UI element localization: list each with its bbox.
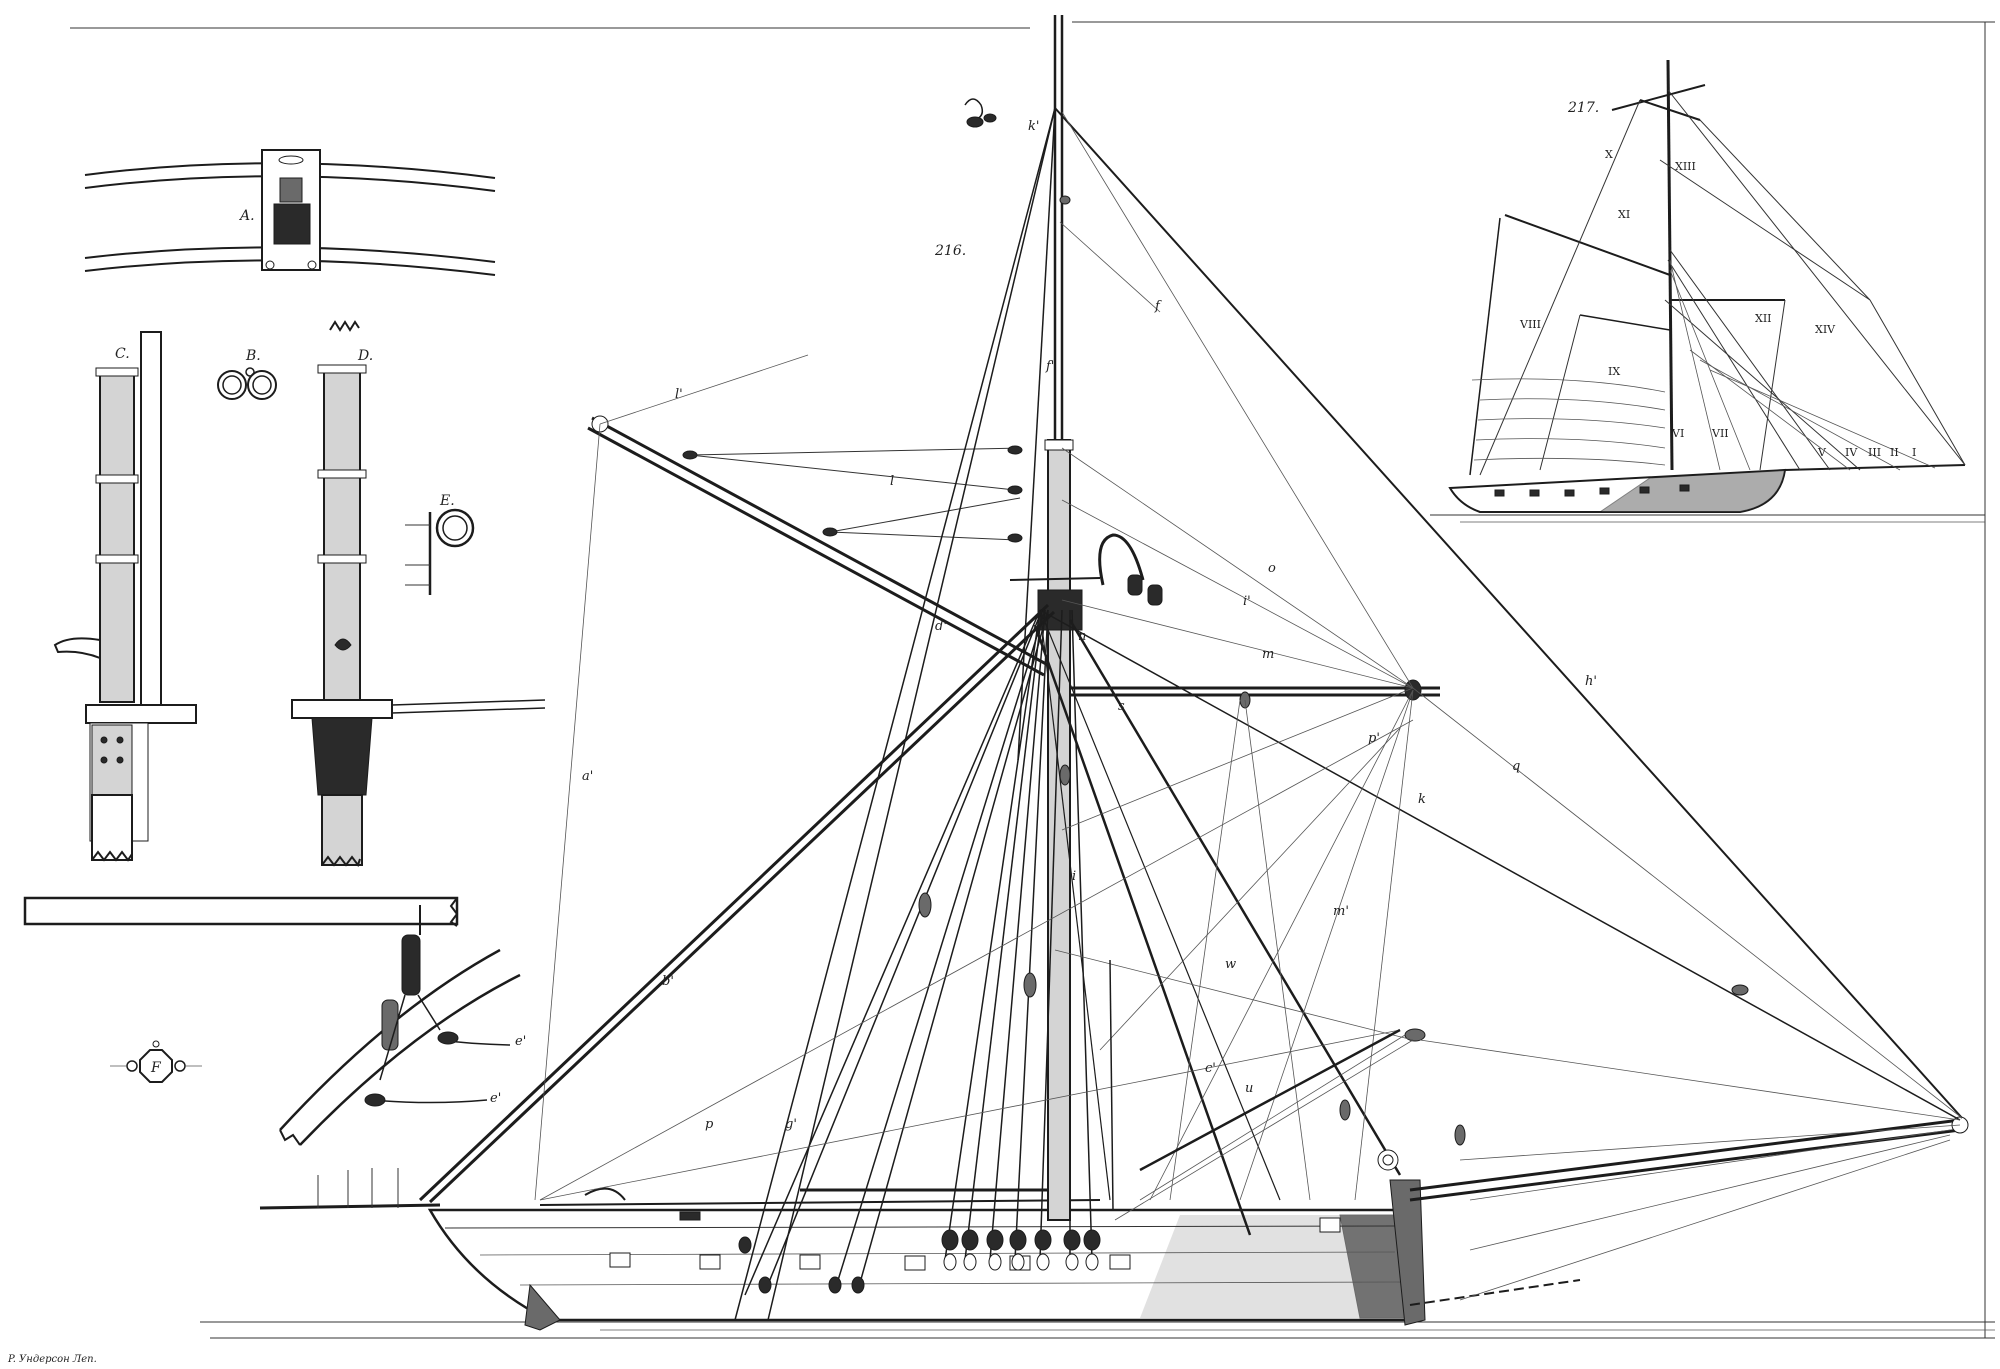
label-m1: m' xyxy=(1333,904,1349,919)
detail-D-label: D. xyxy=(357,348,373,364)
sail-IX: IX xyxy=(1608,365,1620,378)
detail-B-label: B. xyxy=(245,348,261,364)
label-s: s xyxy=(1118,699,1125,714)
label-k: k xyxy=(1418,792,1426,807)
sail-II: II xyxy=(1890,446,1899,459)
label-i: i xyxy=(1072,869,1076,884)
sail-VII: VII xyxy=(1711,427,1729,440)
label-h1: h' xyxy=(1585,674,1597,689)
label-a1: a' xyxy=(582,769,593,784)
label-b1: b' xyxy=(662,974,674,989)
label-p1: p' xyxy=(1368,731,1380,746)
shrouds xyxy=(738,195,1749,1296)
label-i1: i' xyxy=(1243,594,1251,609)
detail-E-label: E. xyxy=(439,493,455,509)
main-cutter-drawing: 216. k' f f' l' l d' a' b' p g' o i' m q… xyxy=(200,15,1995,1331)
detail-A-label: A. xyxy=(238,208,255,224)
label-g1: g' xyxy=(785,1117,797,1132)
label-e1-upper: e' xyxy=(515,1034,526,1049)
label-u: u xyxy=(1245,1081,1253,1096)
detail-boom-tackle: e' e' xyxy=(23,896,526,1146)
plate-border xyxy=(70,21,1995,1339)
label-e1-lower: e' xyxy=(490,1091,501,1106)
detail-C-label: C. xyxy=(115,346,130,362)
label-c1: c' xyxy=(1205,1061,1216,1076)
sail-I: I xyxy=(1912,446,1916,459)
label-n: n xyxy=(1078,629,1086,644)
detail-F-label: F xyxy=(150,1060,162,1076)
running-rigging xyxy=(534,111,1963,1301)
label-l: l xyxy=(890,474,894,489)
sail-XII: XII xyxy=(1755,312,1772,325)
label-d1: d' xyxy=(935,619,947,634)
engraver-signature: P. Ундерсон Леп. xyxy=(7,1354,97,1365)
sail-III: III xyxy=(1868,446,1881,459)
detail-F-octagon: F xyxy=(110,1040,202,1083)
label-f: f xyxy=(1154,299,1162,314)
figure-217-number: 217. xyxy=(1567,100,1599,116)
gunports xyxy=(609,1217,1341,1271)
sail-V: V xyxy=(1817,446,1827,459)
label-m: m xyxy=(1262,647,1274,662)
sail-VIII: VIII xyxy=(1519,318,1541,331)
detail-B-rings: B. xyxy=(217,348,277,400)
main-labels: 216. k' f f' l' l d' a' b' p g' o i' m q… xyxy=(582,119,1597,1132)
label-k1: k' xyxy=(1028,119,1039,134)
detail-D-mast: D. xyxy=(291,320,546,868)
fig217-ports xyxy=(1494,484,1690,497)
sail-X: X xyxy=(1605,148,1613,161)
detail-A-bands: A. xyxy=(84,149,496,276)
sail-numerals: X XI XIII VIII IX XII XIV VI VII V IV II… xyxy=(1519,148,1916,459)
sail-VI: VI xyxy=(1671,427,1684,440)
sail-XI: XI xyxy=(1618,208,1630,221)
label-f1: f' xyxy=(1045,359,1054,374)
sail-XIV: XIV xyxy=(1815,323,1836,336)
label-l1: l' xyxy=(675,387,683,402)
label-w: w xyxy=(1225,957,1236,972)
standing-rigging xyxy=(734,107,1963,1321)
figure-217-cutter: 217. X XI XIII VIII IX XII XIV VI VII V … xyxy=(1430,59,1985,523)
sail-IV: IV xyxy=(1845,446,1858,459)
detail-E-cleat: E. xyxy=(405,493,475,595)
label-p: p xyxy=(705,1117,714,1132)
label-o: o xyxy=(1268,561,1276,576)
figure-216-number: 216. xyxy=(934,243,966,259)
label-q: q xyxy=(1512,759,1520,774)
detail-C-mast: C. xyxy=(53,331,197,862)
sail-XIII: XIII xyxy=(1675,160,1696,173)
